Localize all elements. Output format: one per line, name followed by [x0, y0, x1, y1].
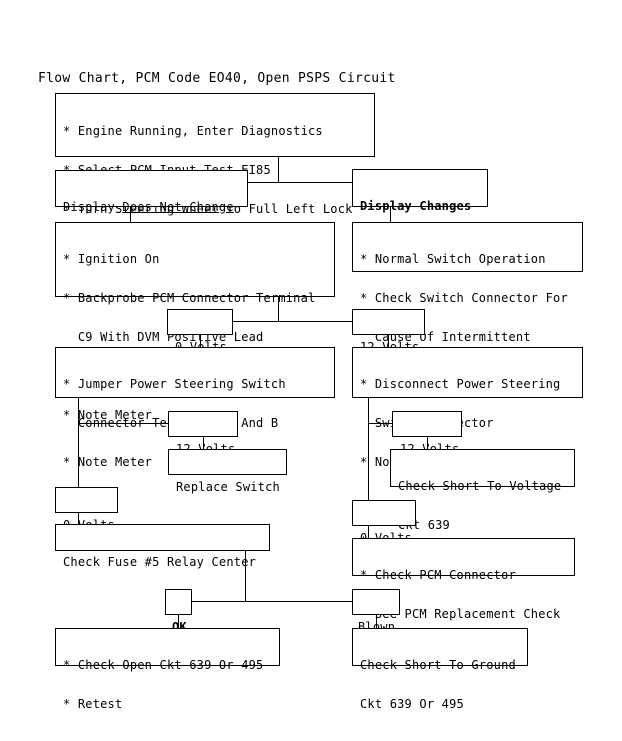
node-ignition-backprobe: * Ignition On * Backprobe PCM Connector … — [55, 222, 335, 422]
node-ok: OK — [165, 589, 192, 634]
connector-line — [178, 615, 179, 628]
connector-line — [78, 398, 79, 487]
node-jumper-switch: * Jumper Power Steering Switch Connector… — [55, 347, 335, 469]
connector-line — [427, 437, 428, 449]
connector-line — [278, 297, 279, 322]
node-disconnect-switch: * Disconnect Power Steering Switch Conne… — [352, 347, 583, 469]
connector-line — [390, 207, 391, 222]
node-12-volts-b: 12 Volts — [168, 411, 238, 456]
node-0-volts-a: 0 Volts — [167, 309, 233, 354]
connector-line — [78, 423, 168, 424]
connector-line — [192, 601, 352, 602]
node-check-fuse: Check Fuse #5 Relay Center — [55, 524, 270, 569]
connector-line — [376, 615, 377, 628]
node-check-short-to-voltage: Check Short To Voltage Ckt 639 — [390, 449, 575, 532]
node-check-pcm-connector: * Check PCM Connector * See PCM Replacem… — [352, 538, 575, 621]
connector-line — [203, 437, 204, 449]
connector-line — [368, 398, 369, 500]
node-0-volts-b: 0 Volts — [55, 487, 118, 532]
node-12-volts-c: 12 Volts — [392, 411, 462, 456]
connector-line — [78, 513, 79, 524]
connector-line — [368, 526, 369, 538]
node-normal-switch-operation: * Normal Switch Operation * Check Switch… — [352, 222, 583, 344]
connector-line — [245, 551, 246, 602]
node-replace-switch: Replace Switch — [168, 449, 287, 494]
node-12-volts-a: 12 Volts — [352, 309, 425, 354]
node-display-does-not-change: Display Does Not Change Hi "0" Or Lo "0" — [55, 170, 248, 253]
connector-line — [278, 157, 279, 183]
node-blown: Blown — [352, 589, 400, 634]
connector-line — [388, 335, 389, 347]
node-0-volts-c: 0 Volts — [352, 500, 416, 545]
node-start: * Engine Running, Enter Diagnostics * Se… — [55, 93, 375, 255]
node-check-short-to-ground: Check Short To Ground Ckt 639 Or 495 — [352, 628, 528, 711]
connector-line — [248, 182, 352, 183]
node-display-changes: Display Changes Hi "0" Or Lo "0" — [352, 169, 488, 252]
node-check-open-ckt: * Check Open Ckt 639 Or 495 * Retest — [55, 628, 280, 711]
connector-line — [368, 423, 392, 424]
connector-line — [200, 335, 201, 347]
connector-line — [233, 321, 352, 322]
chart-title: Flow Chart, PCM Code EO40, Open PSPS Cir… — [38, 71, 396, 86]
connector-line — [130, 207, 131, 222]
